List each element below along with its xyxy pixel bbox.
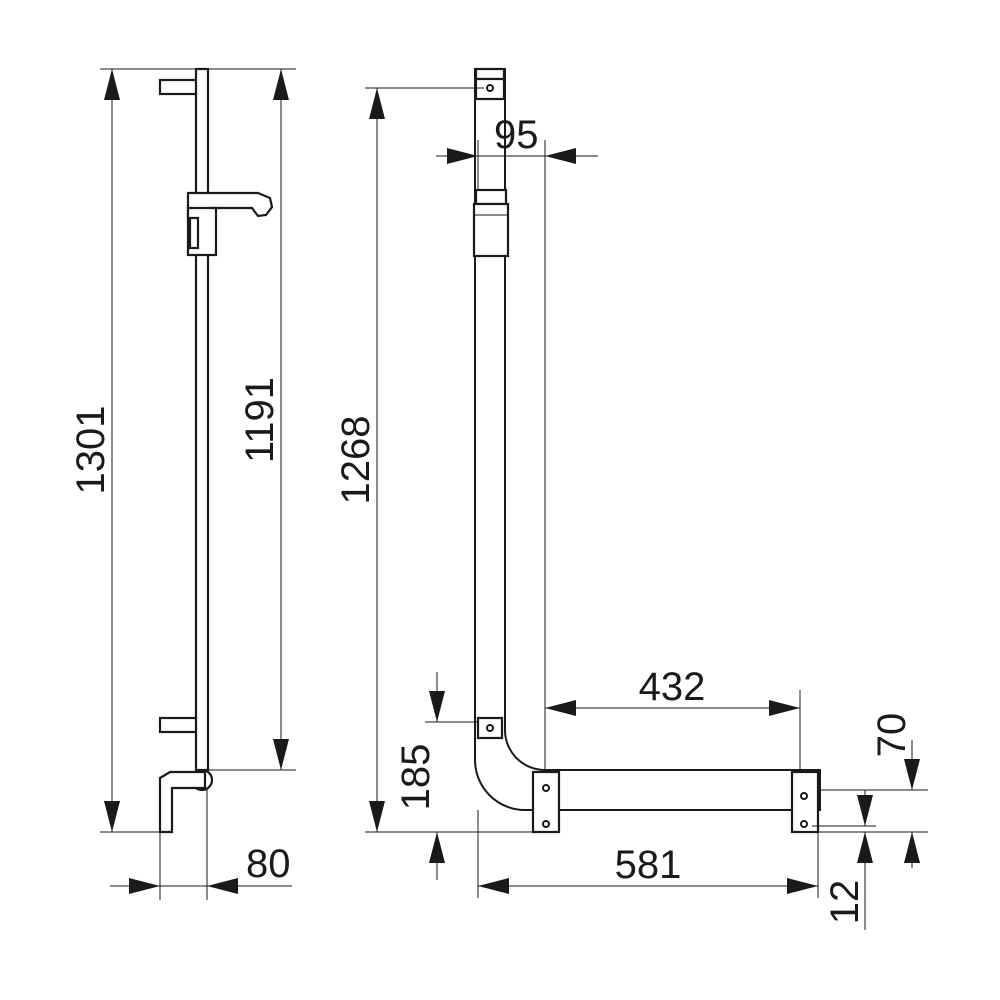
bottom-wall-bracket <box>158 716 202 734</box>
dimension-1191: 1191 <box>238 69 289 770</box>
dimension-label-12: 12 <box>823 880 867 925</box>
screw-hole-lower <box>486 724 494 732</box>
floor-foot <box>158 770 207 834</box>
dimension-1268: 1268 <box>334 88 385 832</box>
dimension-label-581: 581 <box>615 843 682 887</box>
dimension-12: 12 <box>823 790 873 930</box>
side-rail <box>194 67 210 772</box>
dimension-581: 581 <box>478 843 818 894</box>
grab-bar-tube <box>474 68 821 811</box>
dimension-80: 80 <box>110 842 292 894</box>
dimension-label-1301: 1301 <box>69 406 113 495</box>
dimension-label-1191: 1191 <box>238 377 282 463</box>
dimension-1301: 1301 <box>69 69 120 832</box>
shower-holder-block <box>472 202 510 258</box>
dimension-label-70: 70 <box>870 713 914 758</box>
top-wall-bracket <box>158 78 202 96</box>
dimension-label-432: 432 <box>639 665 706 709</box>
front-view <box>472 67 821 834</box>
dimension-432: 432 <box>545 665 800 716</box>
floor-bracket-left <box>531 770 561 834</box>
dimension-95: 95 <box>436 113 598 190</box>
dimension-185: 185 <box>394 672 445 880</box>
dimension-70: 70 <box>870 713 920 868</box>
top-mount-plate <box>474 77 506 101</box>
floor-bracket-right <box>790 770 820 834</box>
dimension-label-185: 185 <box>394 744 438 811</box>
shower-holder <box>186 191 274 257</box>
side-view <box>158 67 274 834</box>
dimension-label-80: 80 <box>246 842 291 886</box>
shower-holder-ring <box>474 188 508 206</box>
top-cap <box>474 67 506 81</box>
dimension-label-1268: 1268 <box>334 416 378 505</box>
lower-mount-plate <box>476 716 504 740</box>
dimension-label-95: 95 <box>494 113 539 157</box>
screw-hole-top <box>486 84 494 92</box>
